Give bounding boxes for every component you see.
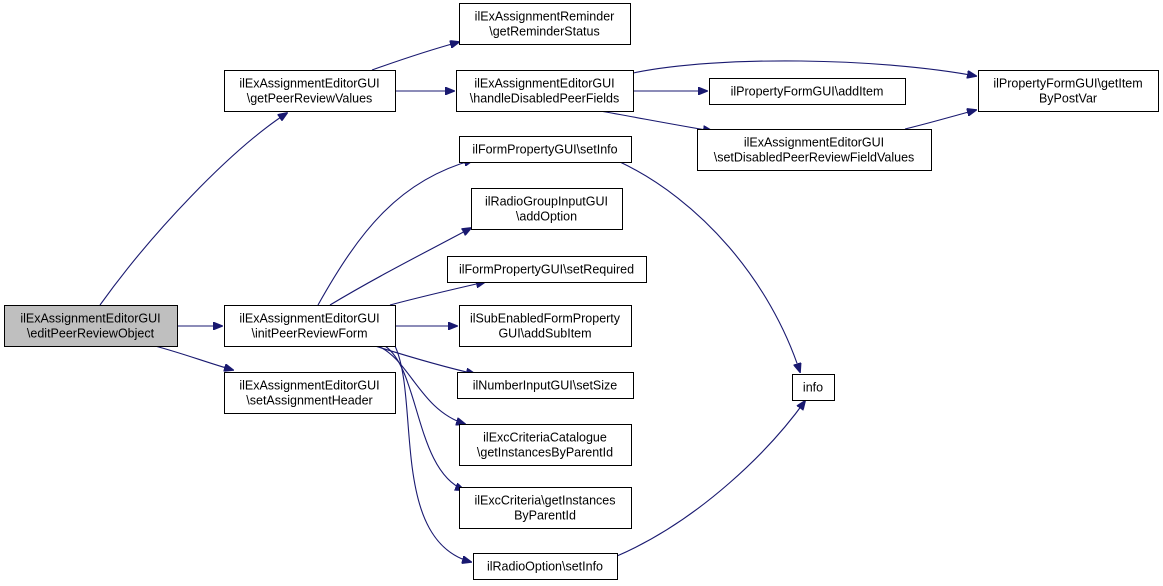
node-label-line: GUI\addSubItem bbox=[498, 327, 591, 341]
node-label-line: \handleDisabledPeerFields bbox=[470, 92, 619, 106]
node-box bbox=[224, 70, 396, 112]
edge-line bbox=[154, 345, 233, 370]
node-box bbox=[4, 305, 178, 347]
edge-getPeer-to-reminder bbox=[371, 42, 459, 71]
edge-line bbox=[377, 345, 465, 424]
edge-line bbox=[371, 42, 459, 71]
edge-root-to-setHeader bbox=[154, 345, 233, 370]
edge-line bbox=[317, 160, 473, 306]
edge-setInfo-to-info bbox=[619, 161, 800, 372]
node-label-line: ilRadioGroupInputGUI bbox=[485, 195, 608, 209]
edge-setDisabled-to-getItem bbox=[904, 110, 976, 130]
node-label-line: ByPostVar bbox=[1039, 92, 1097, 106]
node-label-line: ilExcCriteriaCatalogue bbox=[483, 431, 607, 445]
node-label-line: \setAssignmentHeader bbox=[246, 394, 372, 408]
edge-initPeer-to-setRequired bbox=[389, 282, 485, 306]
node-box bbox=[709, 78, 906, 105]
node-reminder[interactable]: ilExAssignmentReminder\getReminderStatus bbox=[459, 3, 631, 45]
edge-line bbox=[632, 60, 976, 76]
node-root[interactable]: ilExAssignmentEditorGUI\editPeerReviewOb… bbox=[4, 305, 178, 347]
node-label-line: ilExAssignmentReminder bbox=[475, 10, 615, 24]
edge-initPeer-to-setInfo bbox=[317, 160, 473, 306]
node-box bbox=[456, 70, 634, 112]
node-label-line: \setDisabledPeerReviewFieldValues bbox=[714, 151, 915, 165]
node-criteria[interactable]: ilExcCriteria\getInstancesByParentId bbox=[459, 487, 632, 529]
node-initPeer[interactable]: ilExAssignmentEditorGUI\initPeerReviewFo… bbox=[224, 305, 396, 347]
node-label-line: \editPeerReviewObject bbox=[27, 327, 155, 341]
node-box bbox=[224, 305, 396, 347]
edge-line bbox=[619, 161, 800, 372]
node-box bbox=[473, 553, 618, 580]
edge-line bbox=[616, 401, 805, 557]
node-info[interactable]: info bbox=[792, 374, 835, 401]
node-box bbox=[459, 136, 632, 163]
edge-line bbox=[384, 345, 464, 490]
node-label-line: ilFormPropertyGUI\setInfo bbox=[472, 143, 617, 157]
edge-handle-to-setDisabled bbox=[599, 110, 712, 131]
node-box bbox=[792, 374, 835, 401]
node-catalogue[interactable]: ilExcCriteriaCatalogue\getInstancesByPar… bbox=[459, 424, 632, 466]
node-box bbox=[978, 70, 1159, 112]
node-label-line: \getPeerReviewValues bbox=[247, 92, 373, 106]
node-label-line: \initPeerReviewForm bbox=[251, 327, 367, 341]
nodes-layer: ilExAssignmentEditorGUI\editPeerReviewOb… bbox=[4, 3, 1159, 580]
node-label-line: \getReminderStatus bbox=[489, 25, 599, 39]
node-label-line: info bbox=[803, 381, 823, 395]
node-box bbox=[224, 372, 396, 414]
node-box bbox=[459, 424, 632, 466]
node-setInfo[interactable]: ilFormPropertyGUI\setInfo bbox=[459, 136, 632, 163]
node-label-line: ilExAssignmentEditorGUI bbox=[239, 379, 379, 393]
node-box bbox=[697, 129, 932, 171]
node-label-line: ilPropertyFormGUI\addItem bbox=[731, 85, 884, 99]
node-addOption[interactable]: ilRadioGroupInputGUI\addOption bbox=[471, 188, 623, 230]
edges-layer bbox=[99, 42, 976, 562]
node-label-line: ilExAssignmentEditorGUI bbox=[239, 77, 379, 91]
node-box bbox=[459, 487, 632, 529]
node-label-line: ilPropertyFormGUI\getItem bbox=[993, 77, 1142, 91]
edge-line bbox=[904, 110, 976, 130]
node-label-line: ilSubEnabledFormProperty bbox=[470, 312, 621, 326]
node-label-line: ilExAssignmentEditorGUI bbox=[20, 312, 160, 326]
edge-line bbox=[329, 228, 471, 306]
edge-line bbox=[394, 345, 471, 562]
edge-initPeer-to-setSize bbox=[374, 345, 475, 374]
node-box bbox=[457, 372, 634, 399]
node-label-line: ilExcCriteria\getInstances bbox=[474, 494, 615, 508]
node-label-line: ilFormPropertyGUI\setRequired bbox=[459, 263, 634, 277]
edge-initPeer-to-radioInfo bbox=[394, 345, 471, 562]
edge-handle-to-getItem bbox=[632, 60, 976, 76]
node-label-line: ilExAssignmentEditorGUI bbox=[239, 312, 379, 326]
edge-line bbox=[374, 345, 475, 374]
edge-root-to-getPeer bbox=[99, 113, 287, 306]
node-setSize[interactable]: ilNumberInputGUI\setSize bbox=[457, 372, 634, 399]
node-box bbox=[447, 256, 647, 283]
node-box bbox=[459, 305, 632, 347]
node-label-line: ilExAssignmentEditorGUI bbox=[744, 136, 884, 150]
node-box bbox=[459, 3, 631, 45]
edge-radioInfo-to-info bbox=[616, 401, 805, 557]
node-setRequired[interactable]: ilFormPropertyGUI\setRequired bbox=[447, 256, 647, 283]
node-label-line: ByParentId bbox=[514, 509, 576, 523]
edge-initPeer-to-catalogue bbox=[377, 345, 465, 424]
edge-line bbox=[599, 110, 712, 131]
edge-initPeer-to-criteria bbox=[384, 345, 464, 490]
edge-line bbox=[389, 282, 485, 306]
node-label-line: ilExAssignmentEditorGUI bbox=[474, 77, 614, 91]
node-label-line: ilRadioOption\setInfo bbox=[487, 560, 603, 574]
node-label-line: \getInstancesByParentId bbox=[477, 446, 613, 460]
node-getPeer[interactable]: ilExAssignmentEditorGUI\getPeerReviewVal… bbox=[224, 70, 396, 112]
node-addItem[interactable]: ilPropertyFormGUI\addItem bbox=[709, 78, 906, 105]
node-handle[interactable]: ilExAssignmentEditorGUI\handleDisabledPe… bbox=[456, 70, 634, 112]
node-setHeader[interactable]: ilExAssignmentEditorGUI\setAssignmentHea… bbox=[224, 372, 396, 414]
node-label-line: ilNumberInputGUI\setSize bbox=[473, 379, 618, 393]
edge-initPeer-to-addOption bbox=[329, 228, 471, 306]
edge-line bbox=[99, 113, 287, 306]
node-label-line: \addOption bbox=[516, 210, 577, 224]
node-box bbox=[471, 188, 623, 230]
node-radioInfo[interactable]: ilRadioOption\setInfo bbox=[473, 553, 618, 580]
node-setDisabled[interactable]: ilExAssignmentEditorGUI\setDisabledPeerR… bbox=[697, 129, 932, 171]
